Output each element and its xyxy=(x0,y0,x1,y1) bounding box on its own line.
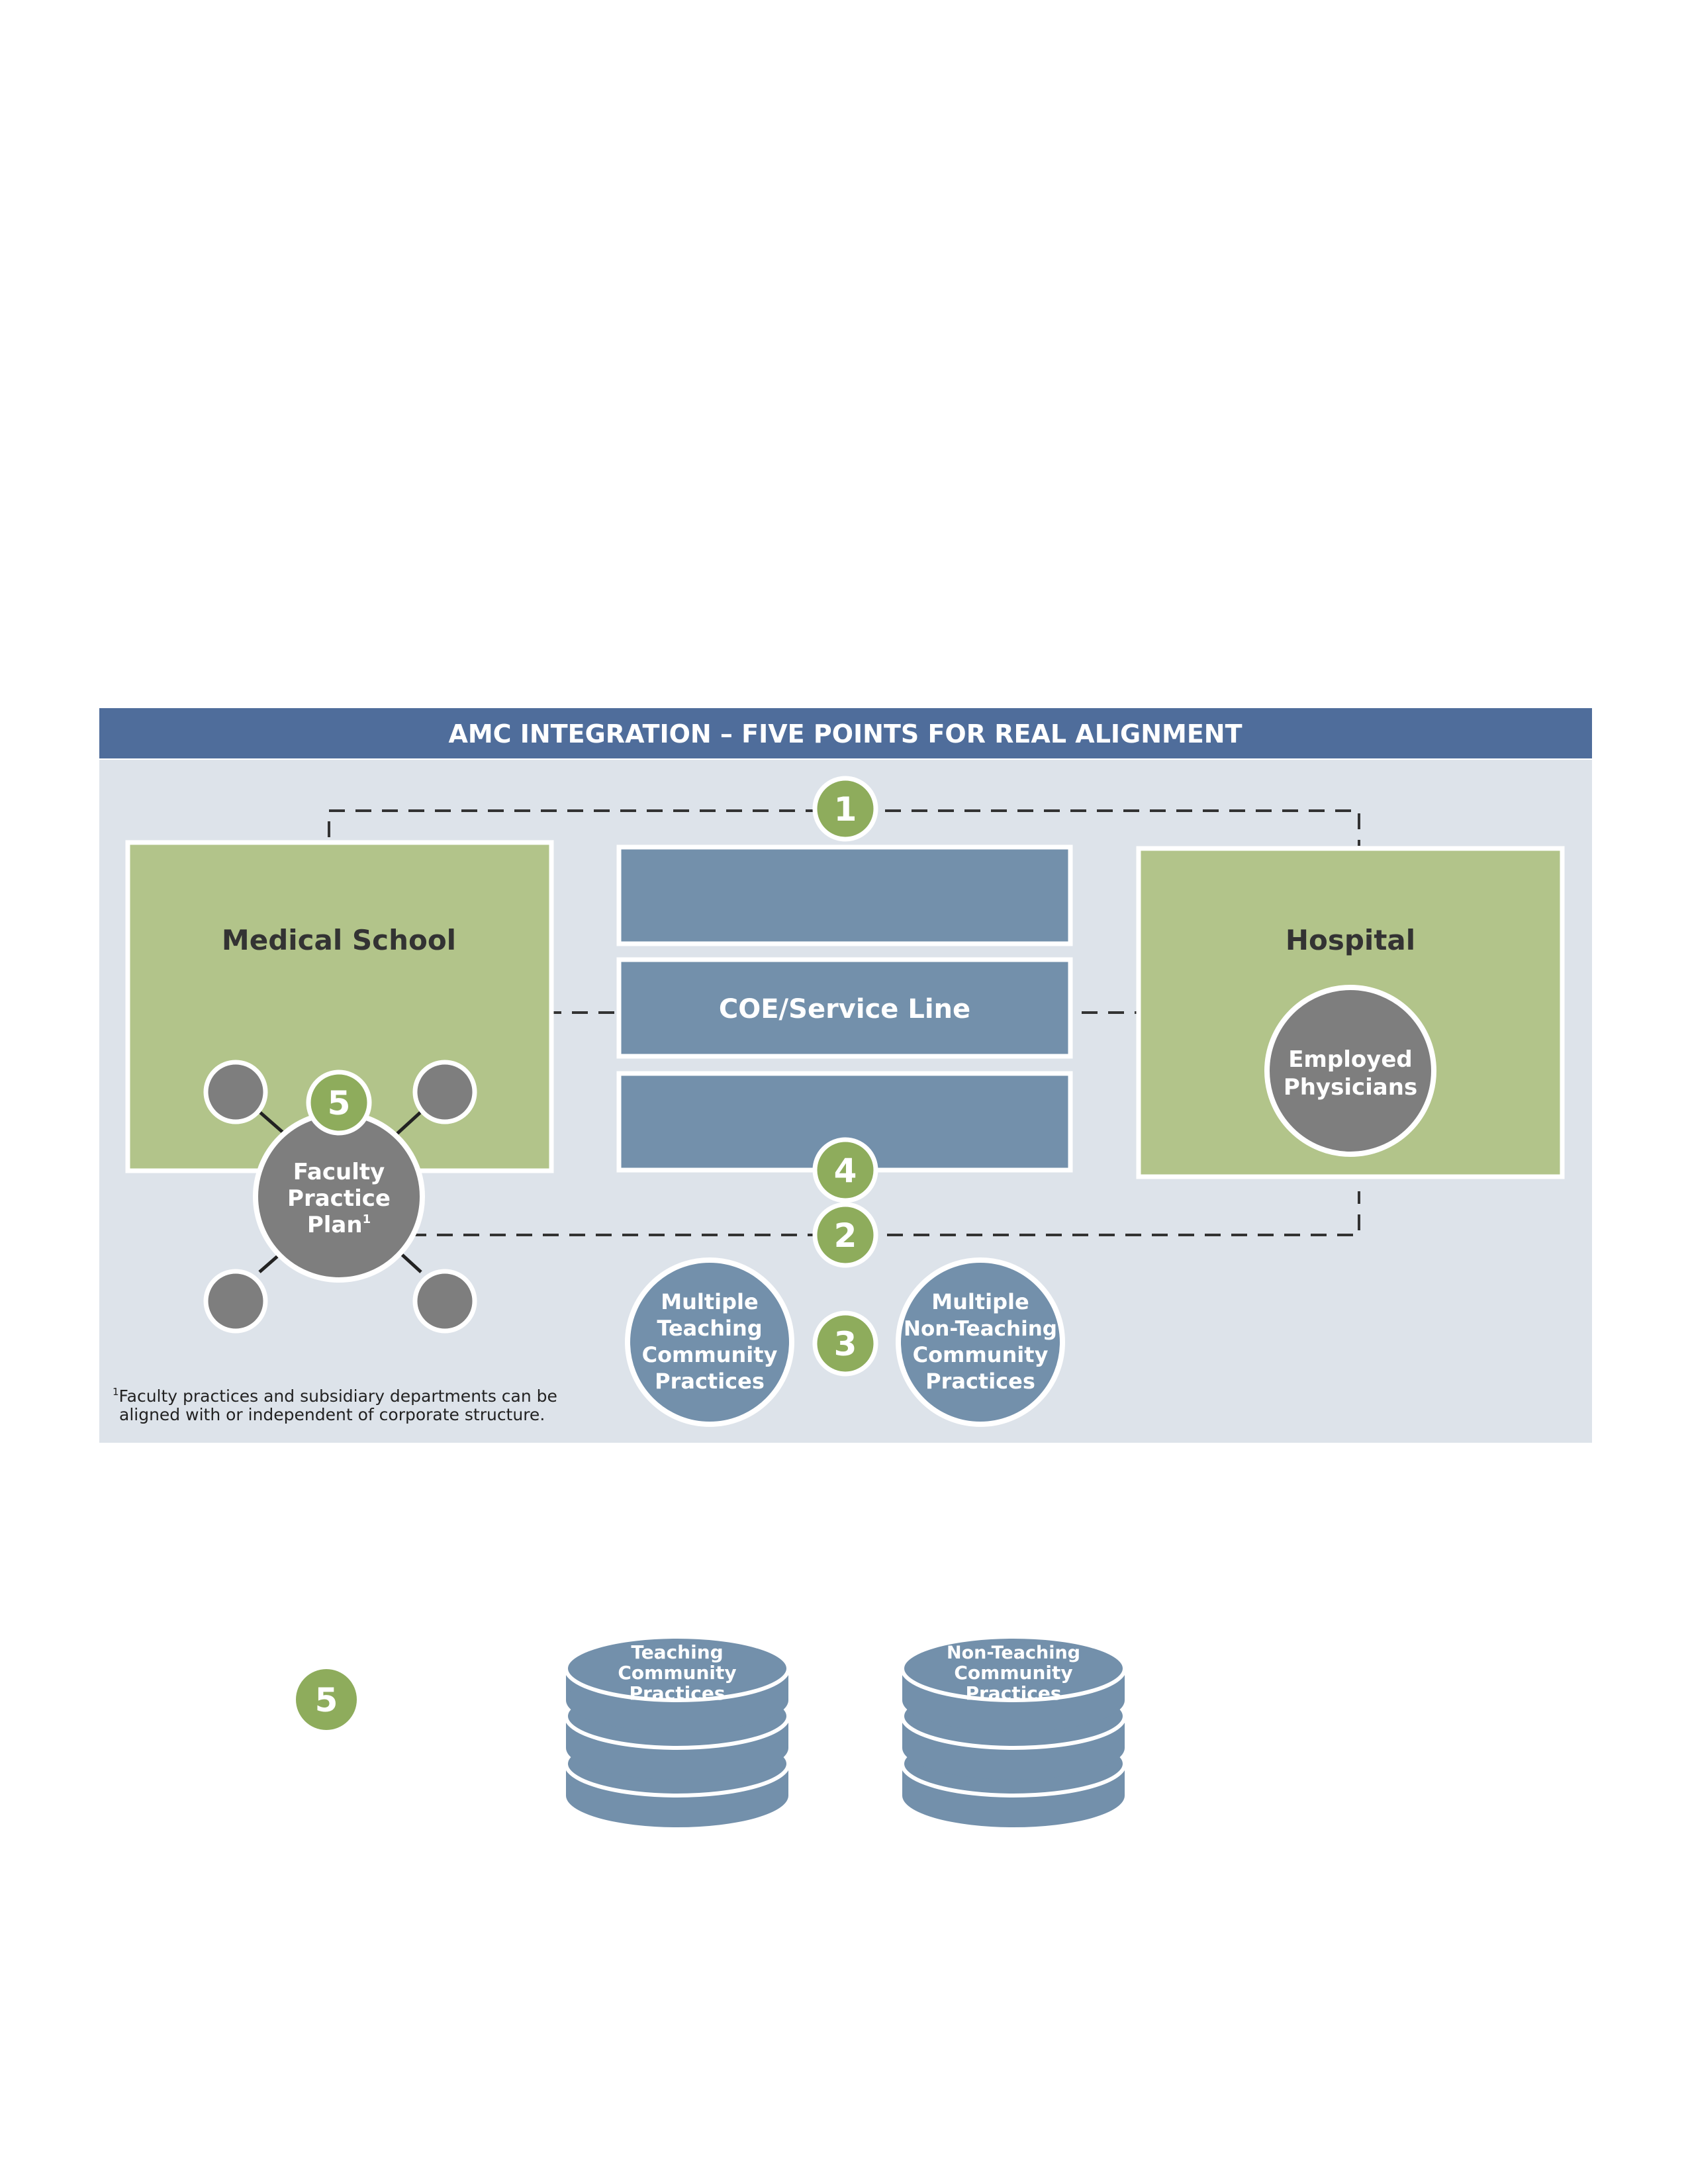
employed-physicians-line2: Physicians xyxy=(1284,1074,1417,1101)
non-teaching-practices-circle: Multiple Non-Teaching Community Practice… xyxy=(896,1257,1065,1427)
stack-non-teaching-line1: Non-Teaching xyxy=(947,1643,1080,1663)
teaching-line2: Teaching xyxy=(657,1316,762,1341)
faculty-plan-sup: 1 xyxy=(363,1212,371,1226)
faculty-plan-line3: Plan xyxy=(307,1212,363,1238)
non-teaching-line2: Non-Teaching xyxy=(904,1317,1057,1341)
faculty-satellite-top-right xyxy=(412,1060,477,1124)
faculty-practice-plan-circle: Faculty Practice Plan1 xyxy=(253,1111,425,1283)
footnote-line2: aligned with or independent of corporate… xyxy=(119,1405,545,1424)
badge-4-number: 4 xyxy=(834,1152,857,1190)
badge-2: 2 xyxy=(812,1202,878,1268)
employed-physicians-line1: Employed xyxy=(1288,1046,1413,1073)
teaching-line4: Practices xyxy=(655,1369,765,1394)
teaching-line3: Community xyxy=(642,1342,778,1367)
stack-non-teaching-line3: Practices xyxy=(965,1682,1061,1704)
badge-5-lower-number: 5 xyxy=(315,1681,338,1719)
stack-teaching-line2: Community xyxy=(618,1662,736,1684)
non-teaching-line1: Multiple xyxy=(931,1289,1029,1314)
faculty-satellite-bottom-left xyxy=(203,1269,268,1334)
teaching-practices-stack: Teaching Community Practices xyxy=(564,1635,790,1827)
non-teaching-line4: Practices xyxy=(925,1369,1035,1394)
diagram-title: AMC INTEGRATION – FIVE POINTS FOR REAL A… xyxy=(448,719,1242,749)
faculty-satellite-top-left xyxy=(203,1060,268,1124)
non-teaching-practices-stack: Non-Teaching Community Practices xyxy=(900,1635,1127,1827)
employed-physicians-circle: Employed Physicians xyxy=(1264,985,1436,1157)
teaching-line1: Multiple xyxy=(661,1289,758,1314)
stack-non-teaching-line2: Community xyxy=(954,1662,1072,1684)
non-teaching-stack-disk-1 xyxy=(900,1635,1127,1732)
faculty-satellite-bottom-right xyxy=(412,1269,477,1334)
badge-5-number: 5 xyxy=(328,1084,351,1122)
stack-teaching-line3: Practices xyxy=(629,1682,725,1704)
diagram-header: AMC INTEGRATION – FIVE POINTS FOR REAL A… xyxy=(99,708,1592,758)
footnote: 1Faculty practices and subsidiary depart… xyxy=(113,1386,557,1424)
medical-school-label: Medical School xyxy=(222,924,456,956)
footnote-line1: Faculty practices and subsidiary departm… xyxy=(119,1387,557,1406)
teaching-practices-circle: Multiple Teaching Community Practices xyxy=(625,1257,794,1427)
svg-text:1Faculty practices and subsidi: 1Faculty practices and subsidiary depart… xyxy=(113,1386,557,1406)
stack-teaching-line1: Teaching xyxy=(631,1641,723,1663)
badge-1: 1 xyxy=(812,776,878,842)
badge-5: 5 xyxy=(306,1069,372,1136)
hospital-label: Hospital xyxy=(1286,924,1415,956)
badge-3: 3 xyxy=(812,1310,878,1377)
badge-3-number: 3 xyxy=(834,1325,857,1363)
coe-service-line-box: COE/Service Line xyxy=(616,957,1073,1059)
footnote-sup: 1 xyxy=(113,1386,119,1398)
badge-2-number: 2 xyxy=(834,1216,857,1255)
svg-text:Plan1: Plan1 xyxy=(307,1212,371,1238)
badge-1-number: 1 xyxy=(834,790,857,829)
faculty-plan-line1: Faculty xyxy=(293,1159,385,1185)
badge-4: 4 xyxy=(812,1137,878,1203)
teaching-stack-disk-1 xyxy=(564,1635,790,1732)
medical-school-box: Medical School xyxy=(125,840,554,1173)
coe-service-line-label: COE/Service Line xyxy=(719,994,970,1024)
badge-5-lower: 5 xyxy=(296,1669,357,1730)
non-teaching-line3: Community xyxy=(913,1342,1049,1367)
coe-top-box xyxy=(616,844,1073,946)
faculty-plan-line2: Practice xyxy=(287,1185,391,1212)
